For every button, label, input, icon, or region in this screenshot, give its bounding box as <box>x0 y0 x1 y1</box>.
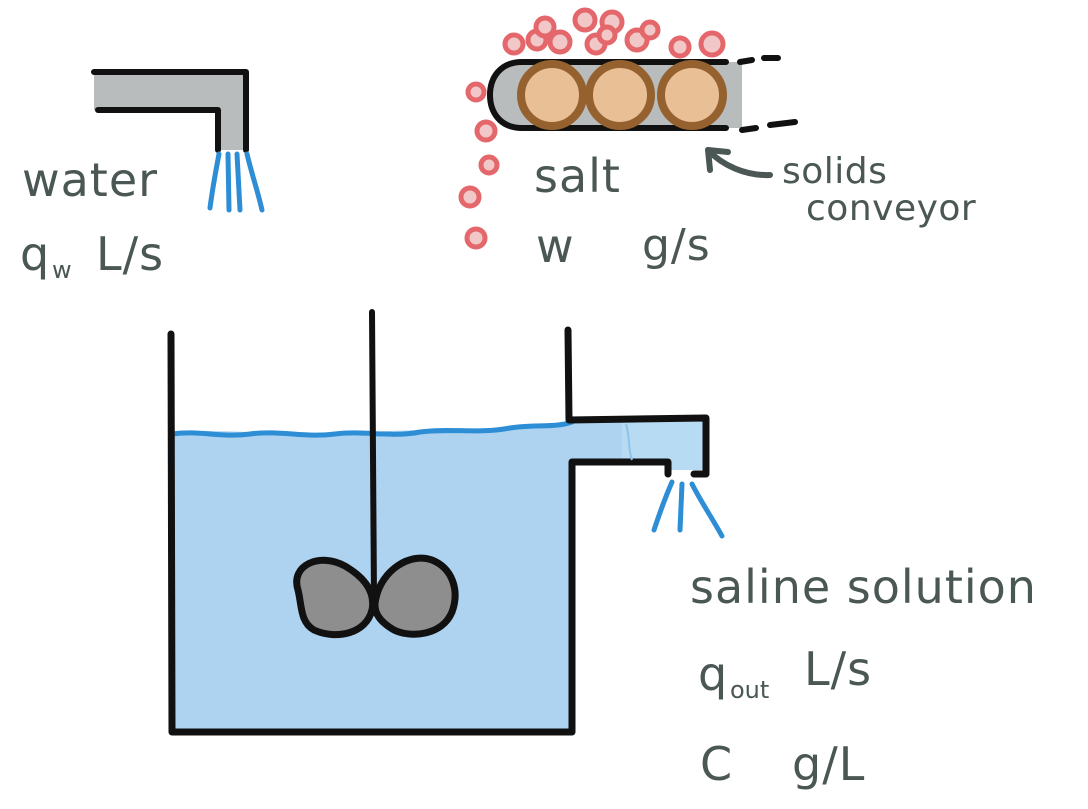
output-flow-symbol: q <box>698 647 728 701</box>
faucet-icon <box>91 69 265 213</box>
output-label: saline solution <box>690 560 1037 614</box>
salt-rate-label: w g/s <box>536 219 711 273</box>
salt-label: salt <box>534 149 621 203</box>
salt-crystals-icon <box>502 7 726 59</box>
impeller-icon <box>293 309 459 639</box>
water-flow-symbol: q <box>20 227 50 281</box>
arrow-icon <box>705 147 773 179</box>
water-stream-icon <box>207 151 265 213</box>
water-label: water <box>22 153 158 207</box>
output-conc-unit: g/L <box>792 737 865 791</box>
conveyor-icon <box>458 7 798 250</box>
conveyor-label-line1: solids <box>782 151 887 192</box>
salt-rate-symbol: w <box>536 219 575 273</box>
output-concentration-label: C g/L <box>700 737 865 791</box>
output-flow-unit: L/s <box>804 642 872 696</box>
roller-icon <box>517 60 727 130</box>
water-flow-unit: L/s <box>96 227 164 281</box>
falling-salt-icon <box>458 81 500 250</box>
water-flow-label: q w L/s <box>20 227 164 284</box>
output-conc-symbol: C <box>700 737 733 791</box>
water-flow-subscript: w <box>52 256 72 284</box>
salt-rate-unit: g/s <box>642 220 711 271</box>
output-flow-subscript: out <box>730 676 769 704</box>
stirred-tank-icon <box>167 326 710 736</box>
conveyor-label-line2: conveyor <box>806 188 976 229</box>
output-flow-label: q out L/s <box>698 642 872 704</box>
outlet-stream-icon <box>651 479 725 539</box>
